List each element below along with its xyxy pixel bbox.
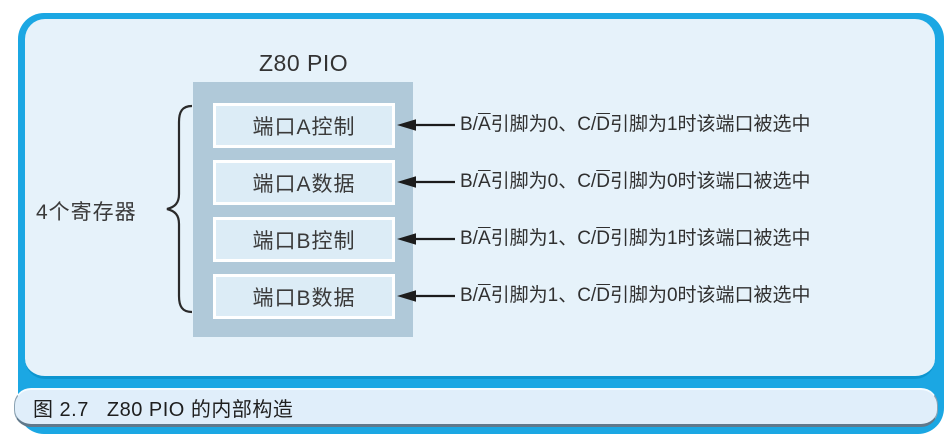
pin-name-overline: A: [477, 171, 491, 192]
annotation-text: B/A引脚为0、C/D引脚为0时该端口被选中: [460, 168, 811, 196]
pin-name-overline: A: [477, 114, 491, 135]
left-arrow-icon: [397, 290, 455, 302]
register-label: 端口A控制: [252, 115, 356, 139]
figure-number: 图 2.7: [33, 398, 89, 421]
chip-title: Z80 PIO: [259, 50, 349, 76]
annotation-tail: 引脚为1时该端口被选中: [609, 114, 811, 135]
register-label: 端口B数据: [252, 286, 356, 310]
register-label: 端口B控制: [252, 229, 356, 253]
left-arrow-icon: [397, 176, 455, 188]
diagram-area: [25, 19, 935, 379]
register-box-port-a-data: 端口A数据: [213, 160, 395, 205]
annotation-mid: 引脚为0、C/: [490, 114, 597, 135]
annotation-mid: 引脚为1、C/: [490, 228, 597, 249]
pin-name: B/: [460, 171, 478, 192]
register-box-port-b-control: 端口B控制: [213, 217, 395, 262]
annotation-tail: 引脚为0时该端口被选中: [609, 171, 811, 192]
annotation-row: B/A引脚为1、C/D引脚为0时该端口被选中: [397, 282, 811, 310]
annotation-row: B/A引脚为0、C/D引脚为0时该端口被选中: [397, 168, 811, 196]
annotation-row: B/A引脚为0、C/D引脚为1时该端口被选中: [397, 111, 811, 139]
register-group-label: 4个寄存器: [36, 201, 137, 224]
register-box-port-b-data: 端口B数据: [213, 274, 395, 319]
pin-name-overline: D: [596, 228, 610, 249]
left-arrow-icon: [397, 233, 455, 245]
register-box-port-a-control: 端口A控制: [213, 103, 395, 148]
figure-caption-bar: 图 2.7 Z80 PIO 的内部构造: [14, 388, 938, 427]
pin-name-overline: D: [596, 285, 610, 306]
brace-icon: [166, 104, 193, 314]
annotation-text: B/A引脚为1、C/D引脚为0时该端口被选中: [460, 282, 811, 310]
annotation-mid: 引脚为0、C/: [490, 171, 597, 192]
annotation-tail: 引脚为1时该端口被选中: [609, 228, 811, 249]
pin-name-overline: D: [596, 114, 610, 135]
annotation-text: B/A引脚为1、C/D引脚为1时该端口被选中: [460, 225, 811, 253]
left-arrow-icon: [397, 119, 455, 131]
register-label: 端口A数据: [252, 172, 356, 196]
figure-caption-title: Z80 PIO 的内部构造: [106, 398, 294, 421]
annotation-text: B/A引脚为0、C/D引脚为1时该端口被选中: [460, 111, 811, 139]
pin-name-overline: A: [477, 228, 491, 249]
annotation-mid: 引脚为1、C/: [490, 285, 597, 306]
annotation-row: B/A引脚为1、C/D引脚为1时该端口被选中: [397, 225, 811, 253]
pin-name: B/: [460, 285, 478, 306]
pin-name-overline: A: [477, 285, 491, 306]
pin-name: B/: [460, 228, 478, 249]
pin-name: B/: [460, 114, 478, 135]
pin-name-overline: D: [596, 171, 610, 192]
annotation-tail: 引脚为0时该端口被选中: [609, 285, 811, 306]
